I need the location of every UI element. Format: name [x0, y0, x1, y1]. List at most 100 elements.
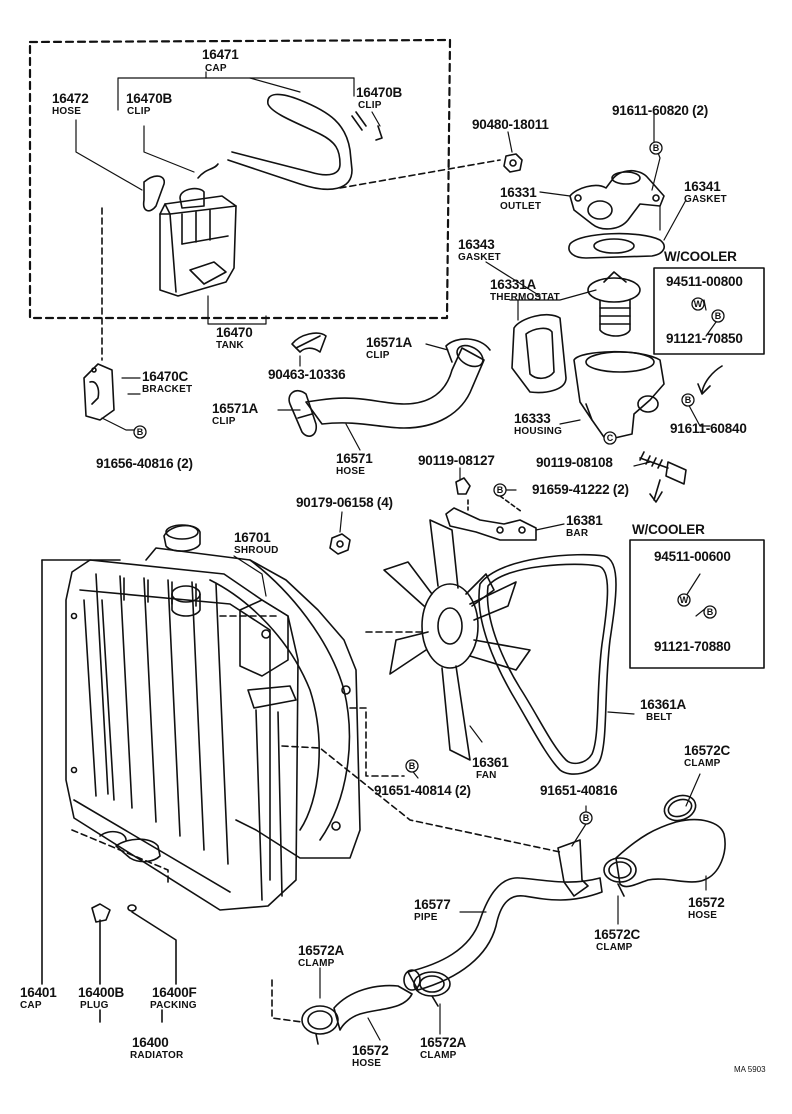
part-number-16571a-left: 16571A: [212, 401, 259, 416]
part-number-91656: 91656-40816 (2): [96, 456, 193, 471]
part-name-fan: FAN: [476, 770, 497, 781]
part-number-91651-40814: 91651-40814 (2): [374, 783, 471, 798]
part-name-clamp-right: CLAMP: [420, 1050, 457, 1061]
radiator-hose-bottom-drawing: [333, 984, 413, 1031]
radiator-hose-right-drawing: [615, 818, 726, 888]
part-name-hose-right: HOSE: [688, 910, 718, 921]
cooler-box-2-part-b: 91121-70880: [654, 639, 731, 654]
cooler-box-1-part-b: 91121-70850: [666, 331, 743, 346]
overflow-hose-drawing: [227, 93, 353, 191]
part-name-shroud: SHROUD: [234, 545, 279, 556]
part-name-hose-upper: HOSE: [336, 466, 366, 477]
bolt-marker: B: [493, 483, 507, 497]
part-number-16470: 16470: [216, 325, 253, 340]
reserve-tank-drawing: [159, 187, 237, 297]
part-number-91659: 91659-41222 (2): [532, 482, 629, 497]
part-name-clip-right: CLIP: [358, 100, 382, 111]
bolt-marker: B: [405, 759, 419, 773]
tank-hose-drawing: [142, 175, 166, 212]
svg-text:W: W: [680, 595, 689, 605]
radiator-drawing: [65, 559, 299, 911]
part-name-bracket: BRACKET: [142, 384, 193, 395]
part-name-tank: TANK: [216, 340, 244, 351]
part-name-radiator-cap: CAP: [20, 1000, 42, 1011]
cooling-fan-drawing: [383, 519, 531, 761]
svg-text:B: B: [685, 395, 692, 405]
part-number-16572-bottom: 16572: [352, 1043, 389, 1058]
svg-text:B: B: [715, 311, 722, 321]
part-number-91611-60820: 91611-60820 (2): [612, 103, 709, 118]
part-number-90463: 90463-10336: [268, 367, 346, 382]
part-number-91611-60840: 91611-60840: [670, 421, 747, 436]
part-name-cap: CAP: [205, 63, 227, 74]
tank-kit-frame: [28, 38, 452, 320]
cooler-box-2-title: W/COOLER: [632, 522, 705, 537]
bolt-marker: B: [711, 309, 725, 323]
part-name-clamp-left: CLAMP: [298, 958, 335, 969]
svg-text:C: C: [607, 433, 614, 443]
upper-hose-drawing: [305, 347, 485, 429]
clip-90463-drawing: [291, 332, 327, 353]
part-number-16577: 16577: [414, 897, 451, 912]
bolt-marker: B: [681, 393, 695, 407]
svg-text:B: B: [137, 427, 144, 437]
part-number-16571: 16571: [336, 451, 373, 466]
part-name-clamp-bottom: CLAMP: [596, 942, 633, 953]
svg-text:W: W: [694, 299, 703, 309]
svg-text:B: B: [409, 761, 416, 771]
part-name-clip-left: CLIP: [212, 416, 236, 427]
washer-marker: W: [677, 593, 691, 607]
part-name-hose: HOSE: [52, 106, 82, 117]
part-name-clamp-top: CLAMP: [684, 758, 721, 769]
cap-lead: [197, 163, 219, 179]
water-outlet-drawing: [569, 169, 665, 230]
outlet-gasket-drawing: [568, 232, 665, 259]
part-number-16470b: 16470B: [126, 91, 173, 106]
part-number-16331a: 16331A: [490, 277, 537, 292]
part-name-belt: BELT: [646, 712, 673, 723]
bolt-marker: B: [133, 425, 147, 439]
part-number-16400b: 16400B: [78, 985, 125, 1000]
thermostat-housing-drawing: [573, 350, 665, 441]
part-name-hose-bottom: HOSE: [352, 1058, 382, 1069]
part-name-clip: CLIP: [127, 106, 151, 117]
water-pipe-drawing: [403, 839, 603, 991]
part-number-16333: 16333: [514, 411, 551, 426]
part-number-16572-right: 16572: [688, 895, 725, 910]
part-number-16470b-right: 16470B: [356, 85, 403, 100]
part-number-90119-08127: 90119-08127: [418, 453, 495, 468]
connector-marker: C: [603, 431, 617, 445]
part-number-90179: 90179-06158 (4): [296, 495, 393, 510]
svg-text:B: B: [707, 607, 714, 617]
bracket-drawing: [83, 363, 115, 421]
bolt-marker: B: [649, 141, 663, 155]
part-number-16571a-top: 16571A: [366, 335, 413, 350]
svg-text:B: B: [497, 485, 504, 495]
fan-belt-drawing: [478, 553, 617, 775]
bolt-marker: B: [579, 811, 593, 825]
part-number-16361a: 16361A: [640, 697, 687, 712]
part-number-16401: 16401: [20, 985, 57, 1000]
part-name-gasket: GASKET: [684, 194, 727, 205]
part-name-gasket-housing: GASKET: [458, 252, 501, 263]
housing-gasket-drawing: [511, 313, 567, 394]
cooler-box-1-title: W/COOLER: [664, 249, 737, 264]
part-number-16341: 16341: [684, 179, 721, 194]
radiator-cap-drawing: [163, 524, 201, 552]
part-name-plug: PLUG: [80, 1000, 109, 1011]
part-number-16572c-top: 16572C: [684, 743, 731, 758]
part-name-outlet: OUTLET: [500, 201, 542, 212]
part-number-16381: 16381: [566, 513, 603, 528]
cooler-box-2-frame: [629, 539, 765, 669]
bolt-marker: B: [703, 605, 717, 619]
part-name-thermostat: THERMOSTAT: [490, 292, 560, 303]
part-number-16400: 16400: [132, 1035, 169, 1050]
part-number-90480: 90480-18011: [472, 117, 549, 132]
part-name-housing: HOUSING: [514, 426, 563, 437]
washer-marker: W: [691, 297, 705, 311]
part-number-16471: 16471: [202, 47, 239, 62]
part-number-16701: 16701: [234, 530, 271, 545]
part-name-bar: BAR: [566, 528, 589, 539]
part-number-16572a-right: 16572A: [420, 1035, 467, 1050]
